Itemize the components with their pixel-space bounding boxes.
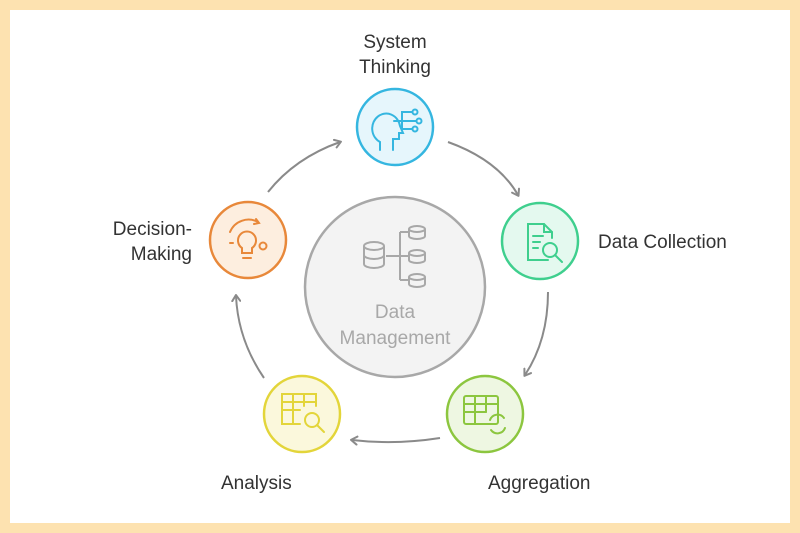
table-refresh-icon <box>463 395 506 435</box>
label-analysis-line1: Analysis <box>221 473 292 494</box>
label-system-thinking-line2: Thinking <box>359 57 431 78</box>
database-network-icon <box>363 225 426 288</box>
label-system-thinking: System Thinking <box>350 30 440 80</box>
label-analysis: Analysis <box>221 471 292 496</box>
label-aggregation: Aggregation <box>488 471 590 496</box>
node-data-collection <box>500 201 580 281</box>
node-decision-making <box>208 200 288 280</box>
label-decision-making: Decision- Making <box>92 217 192 267</box>
label-decision-making-line2: Making <box>130 244 192 265</box>
arrow-system-to-collection <box>447 141 520 197</box>
arrow-aggregation-to-analysis <box>350 435 441 446</box>
label-data-collection-line1: Data Collection <box>598 232 727 253</box>
document-search-icon <box>527 223 563 263</box>
node-system-thinking <box>355 87 435 167</box>
center-label-line1: Data <box>374 302 416 323</box>
lightbulb-icon <box>229 218 268 259</box>
label-data-collection: Data Collection <box>598 230 727 255</box>
arrow-collection-to-aggregation <box>523 291 549 377</box>
label-system-thinking-line1: System <box>363 32 427 53</box>
label-aggregation-line1: Aggregation <box>488 473 591 494</box>
center-node <box>303 195 487 379</box>
node-analysis <box>262 374 342 454</box>
label-decision-making-line1: Decision- <box>112 219 192 240</box>
arrow-analysis-to-decision <box>231 294 265 379</box>
table-search-icon <box>281 393 325 433</box>
node-aggregation <box>445 374 525 454</box>
arrow-decision-to-system <box>267 138 342 193</box>
center-label: Data Management <box>295 300 495 352</box>
center-label-line2: Management <box>339 328 451 349</box>
head-network-icon <box>371 108 423 151</box>
